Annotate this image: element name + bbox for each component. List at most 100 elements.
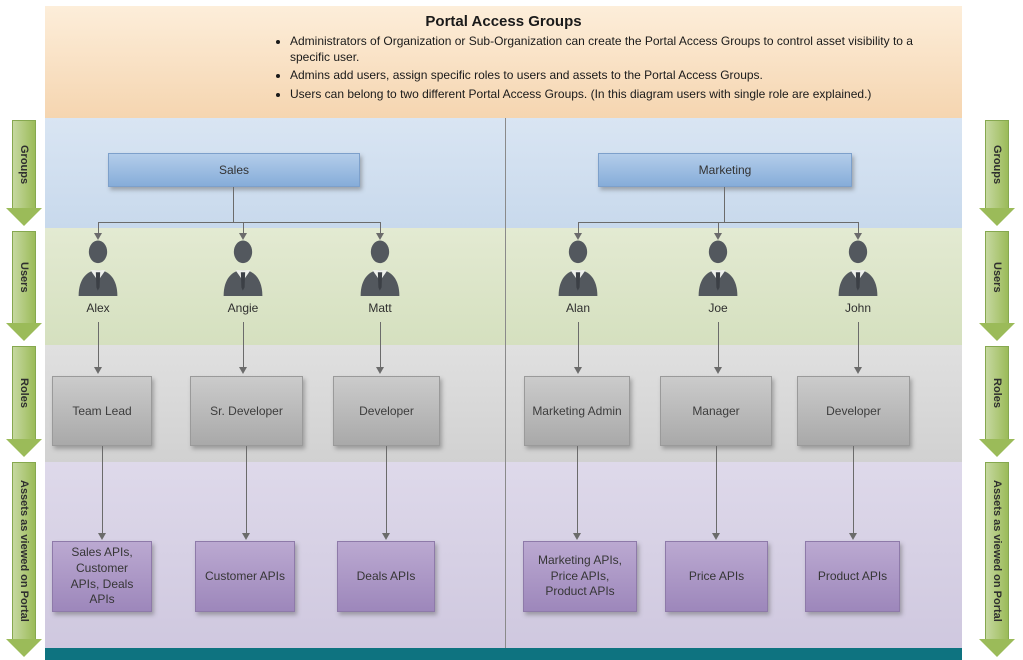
asset-box: Price APIs bbox=[665, 541, 768, 612]
person-icon bbox=[836, 240, 880, 296]
connector-line bbox=[577, 446, 578, 533]
side-arrow-groups-right: Groups bbox=[979, 120, 1015, 226]
person-icon bbox=[76, 240, 120, 296]
bottom-bar bbox=[45, 648, 962, 660]
side-arrow-label: Users bbox=[991, 262, 1003, 293]
connector-line bbox=[246, 446, 247, 533]
connector-line bbox=[858, 322, 859, 368]
arrow-down-icon bbox=[6, 639, 42, 657]
arrowhead-icon bbox=[574, 233, 582, 240]
arrowhead-icon bbox=[714, 233, 722, 240]
role-box: Developer bbox=[333, 376, 440, 446]
side-arrow-label: Assets as viewed on Portal bbox=[18, 480, 30, 622]
connector-line bbox=[853, 446, 854, 533]
role-box: Marketing Admin bbox=[524, 376, 630, 446]
arrowhead-icon bbox=[849, 533, 857, 540]
side-arrow-label: Roles bbox=[991, 378, 1003, 408]
side-arrow-roles-left: Roles bbox=[6, 346, 42, 457]
connector-line bbox=[858, 222, 859, 234]
arrowhead-icon bbox=[94, 367, 102, 374]
header-bullet-list: Administrators of Organization or Sub-Or… bbox=[262, 34, 930, 105]
asset-box: Sales APIs, Customer APIs, Deals APIs bbox=[52, 541, 152, 612]
connector-line bbox=[243, 222, 244, 234]
role-box: Manager bbox=[660, 376, 772, 446]
arrowhead-icon bbox=[94, 233, 102, 240]
user-name: Angie bbox=[227, 301, 259, 315]
group-divider-line bbox=[505, 118, 506, 648]
arrow-down-icon bbox=[979, 323, 1015, 341]
user-name: John bbox=[844, 301, 872, 315]
side-arrow-roles-right: Roles bbox=[979, 346, 1015, 457]
bullet-item: Administrators of Organization or Sub-Or… bbox=[290, 34, 930, 65]
arrowhead-icon bbox=[573, 533, 581, 540]
person-icon bbox=[556, 240, 600, 296]
connector-line bbox=[718, 322, 719, 368]
arrow-shaft bbox=[985, 120, 1009, 209]
group-box-sales: Sales bbox=[108, 153, 360, 187]
arrowhead-icon bbox=[242, 533, 250, 540]
arrowhead-icon bbox=[854, 367, 862, 374]
arrowhead-icon bbox=[574, 367, 582, 374]
connector-line bbox=[578, 222, 579, 234]
bullet-item: Users can belong to two different Portal… bbox=[290, 87, 930, 103]
header-band bbox=[45, 6, 962, 118]
connector-line bbox=[718, 222, 719, 234]
user-name: Matt bbox=[368, 301, 392, 315]
side-arrow-label: Roles bbox=[18, 378, 30, 408]
arrowhead-icon bbox=[382, 533, 390, 540]
side-arrow-label: Groups bbox=[991, 144, 1003, 185]
arrowhead-icon bbox=[714, 367, 722, 374]
connector-line bbox=[98, 222, 380, 223]
side-arrow-label: Groups bbox=[18, 144, 30, 185]
user-name: Alex bbox=[86, 301, 110, 315]
side-arrow-groups-left: Groups bbox=[6, 120, 42, 226]
arrow-shaft bbox=[985, 462, 1009, 640]
role-box: Sr. Developer bbox=[190, 376, 303, 446]
role-box: Team Lead bbox=[52, 376, 152, 446]
arrow-down-icon bbox=[979, 439, 1015, 457]
bullet-item: Admins add users, assign specific roles … bbox=[290, 68, 930, 84]
person-icon bbox=[358, 240, 402, 296]
arrowhead-icon bbox=[712, 533, 720, 540]
arrow-shaft bbox=[12, 120, 36, 209]
connector-line bbox=[578, 322, 579, 368]
person-icon bbox=[221, 240, 265, 296]
connector-line bbox=[98, 322, 99, 368]
arrow-down-icon bbox=[979, 208, 1015, 226]
side-arrow-assets-left: Assets as viewed on Portal bbox=[6, 462, 42, 657]
arrowhead-icon bbox=[239, 233, 247, 240]
arrow-down-icon bbox=[6, 323, 42, 341]
arrowhead-icon bbox=[376, 233, 384, 240]
connector-line bbox=[233, 187, 234, 222]
connector-line bbox=[102, 446, 103, 533]
side-arrow-label: Assets as viewed on Portal bbox=[991, 480, 1003, 622]
role-box: Developer bbox=[797, 376, 910, 446]
asset-box: Product APIs bbox=[805, 541, 900, 612]
person-icon bbox=[696, 240, 740, 296]
arrow-shaft bbox=[985, 231, 1009, 324]
arrow-down-icon bbox=[979, 639, 1015, 657]
connector-line bbox=[716, 446, 717, 533]
arrowhead-icon bbox=[239, 367, 247, 374]
group-box-marketing: Marketing bbox=[598, 153, 852, 187]
connector-line bbox=[386, 446, 387, 533]
user-name: Alan bbox=[565, 301, 591, 315]
side-arrow-users-right: Users bbox=[979, 231, 1015, 341]
asset-box: Deals APIs bbox=[337, 541, 435, 612]
connector-line bbox=[724, 187, 725, 222]
arrow-shaft bbox=[985, 346, 1009, 440]
arrowhead-icon bbox=[98, 533, 106, 540]
arrow-down-icon bbox=[6, 208, 42, 226]
connector-line bbox=[380, 322, 381, 368]
side-arrow-users-left: Users bbox=[6, 231, 42, 341]
asset-box: Customer APIs bbox=[195, 541, 295, 612]
arrow-down-icon bbox=[6, 439, 42, 457]
connector-line bbox=[380, 222, 381, 234]
side-arrow-label: Users bbox=[18, 262, 30, 293]
connector-line bbox=[243, 322, 244, 368]
page-title: Portal Access Groups bbox=[425, 13, 582, 30]
user-name: Joe bbox=[708, 301, 728, 315]
arrowhead-icon bbox=[376, 367, 384, 374]
asset-box: Marketing APIs, Price APIs, Product APIs bbox=[523, 541, 637, 612]
